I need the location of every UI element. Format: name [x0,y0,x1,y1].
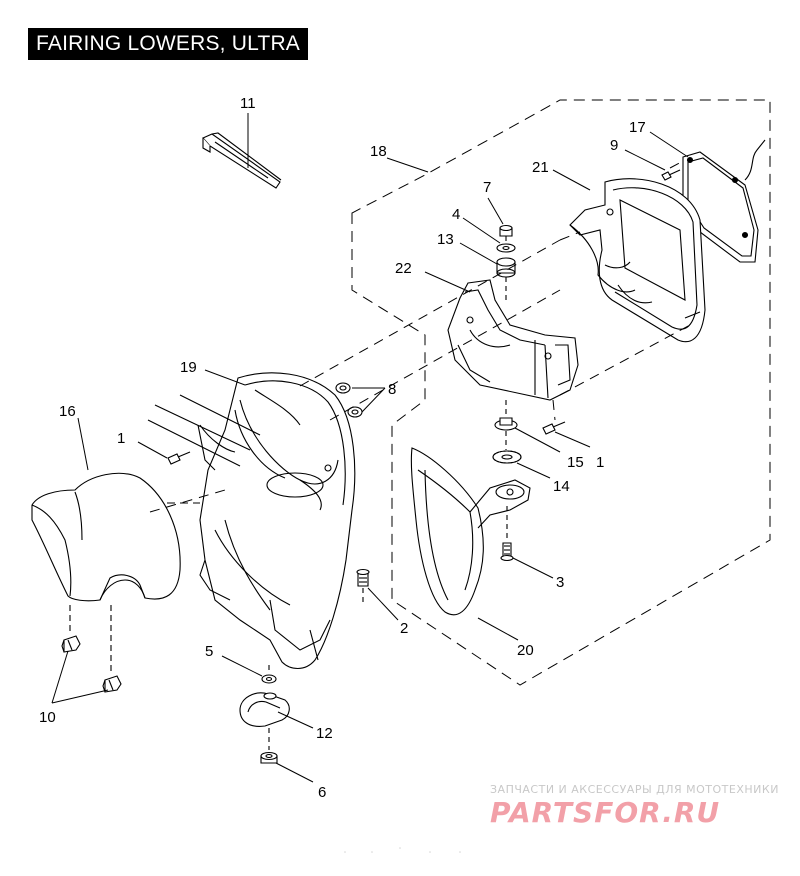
faint-marks [344,847,461,853]
washer-5 [261,674,277,684]
watermark-caption: ЗАПЧАСТИ И АКСЕССУАРЫ ДЛЯ МОТОТЕХНИКИ [490,783,779,796]
diagram-title: FAIRING LOWERS, ULTRA [28,28,309,60]
callout-1-left: 1 [117,430,125,447]
lock-washer-14 [492,450,522,464]
callout-21: 21 [532,159,549,176]
speaker-housing-21 [569,178,706,343]
leader-lines [51,113,689,783]
cable-strap-11 [202,132,282,189]
group-18-dashed-outline [351,99,771,686]
callout-14: 14 [553,478,570,495]
callout-17: 17 [629,119,646,136]
alignment-lines [149,159,691,513]
callout-2: 2 [400,620,408,637]
cover-plate-17 [682,139,766,263]
washer-15 [494,417,518,431]
clip-10-upper [61,635,81,653]
nut-6 [260,751,278,764]
grommet-13 [496,257,516,278]
callout-6: 6 [318,784,326,801]
callout-7: 7 [483,179,491,196]
screw-3 [500,542,514,562]
washer-4 [496,243,516,253]
callout-15: 15 [567,454,584,471]
callout-18: 18 [370,143,387,160]
screw-1-right [542,421,566,435]
screw-9 [661,169,681,181]
callout-1-right: 1 [596,454,604,471]
callout-11: 11 [240,95,256,112]
watermark-logo: PARTSFOR.RU [490,796,720,829]
callout-12: 12 [316,725,333,742]
callout-10: 10 [39,709,56,726]
screw-2 [356,568,370,587]
callout-19: 19 [180,359,197,376]
watermark: ЗАПЧАСТИ И АКСЕССУАРЫ ДЛЯ МОТОТЕХНИКИ PA… [490,783,779,829]
callout-22: 22 [395,260,412,277]
grommet-8 [335,382,363,418]
cap-nut-7 [499,224,513,237]
callout-13: 13 [437,231,454,248]
callouts: 11 18 7 4 13 22 21 9 17 19 8 16 1 15 1 1… [39,95,646,801]
clamp-12 [239,692,290,727]
clip-10-lower [102,675,122,693]
fairing-lower-19 [197,372,356,670]
callout-20: 20 [517,642,534,659]
bracket-22 [447,279,579,401]
callout-4: 4 [452,206,460,223]
screw-1-left [167,451,191,465]
glove-box-door-20 [410,447,531,616]
callout-8: 8 [388,381,396,398]
callout-9: 9 [610,137,618,154]
knee-pad-16 [31,472,181,602]
callout-16: 16 [59,403,76,420]
callout-5: 5 [205,643,213,660]
callout-3: 3 [556,574,564,591]
